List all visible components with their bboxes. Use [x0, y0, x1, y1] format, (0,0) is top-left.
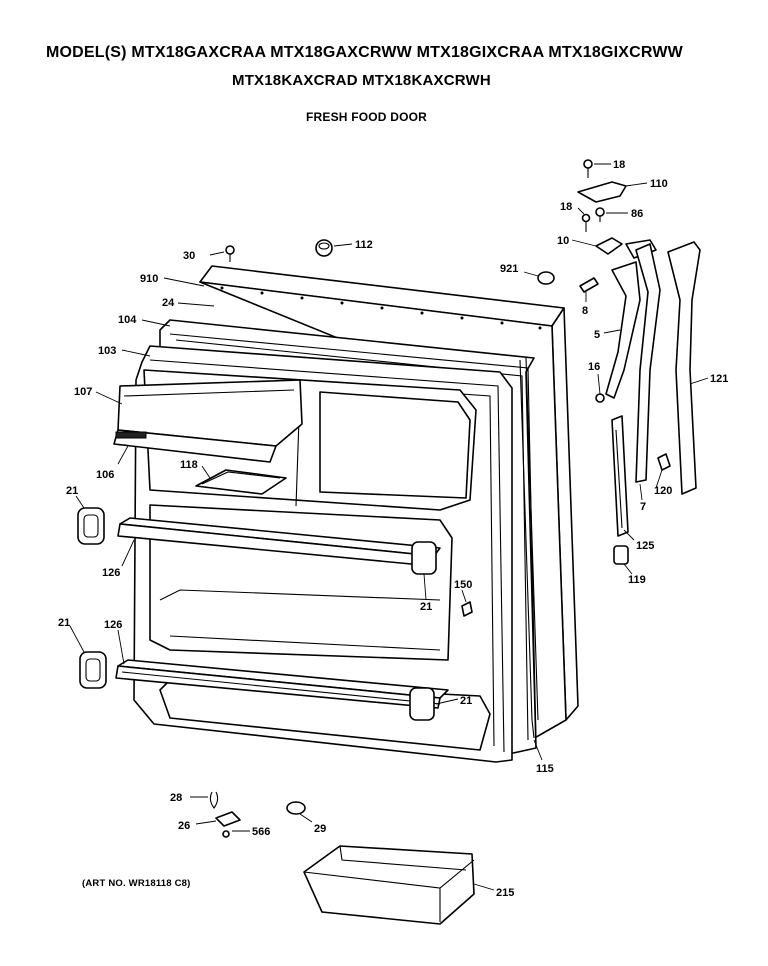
- callout-label: 7: [640, 501, 646, 513]
- callout-label: 150: [454, 579, 472, 591]
- butter-shelf: [195, 469, 287, 495]
- callout-label: 21: [460, 695, 472, 707]
- model-list-title-continued: MTX18KAXCRAD MTX18KAXCRWH: [232, 72, 491, 89]
- callout-label: 21: [420, 601, 432, 613]
- callout-label: 21: [58, 617, 70, 629]
- callout-label: 18: [613, 159, 625, 171]
- shelf-rail-upper: [117, 517, 441, 567]
- callout-label: 30: [183, 250, 195, 262]
- section-title: FRESH FOOD DOOR: [306, 110, 428, 124]
- callout-label: 5: [594, 329, 600, 341]
- callout-label: 126: [104, 619, 122, 631]
- gasket-strip: [519, 357, 539, 739]
- callout-label: 115: [536, 763, 554, 775]
- callout-label: 104: [118, 314, 137, 326]
- callout-label: 16: [588, 361, 600, 373]
- callout-labels: 18 110 18 86 10 30 112 921 910 24 8 104 …: [58, 159, 728, 899]
- callout-label: 118: [180, 459, 198, 471]
- hinge-hardware: [225, 159, 701, 617]
- callout-label: 86: [631, 208, 643, 220]
- callout-label: 110: [650, 178, 668, 190]
- callout-label: 29: [314, 823, 326, 835]
- callout-label: 921: [500, 263, 518, 275]
- callout-label: 8: [582, 305, 588, 317]
- small-parts-bottom: [209, 791, 306, 838]
- callout-label: 120: [654, 485, 672, 497]
- callout-label: 121: [710, 373, 728, 385]
- model-list-title: MODEL(S) MTX18GAXCRAA MTX18GAXCRWW MTX18…: [46, 44, 683, 61]
- callout-label: 10: [557, 235, 569, 247]
- shelf-rail-lower: [115, 659, 449, 709]
- callout-label: 910: [140, 273, 158, 285]
- shelf-end-cap: [77, 507, 437, 721]
- callout-label: 107: [74, 386, 92, 398]
- art-number: (ART NO. WR18118 C8): [82, 878, 191, 889]
- callout-label: 126: [102, 567, 120, 579]
- callout-label: 566: [252, 826, 270, 838]
- callout-label: 28: [170, 792, 182, 804]
- callout-label: 215: [496, 887, 514, 899]
- callout-label: 125: [636, 540, 654, 552]
- door-bin: [303, 845, 475, 925]
- callout-label: 26: [178, 820, 190, 832]
- callout-label: 112: [355, 239, 373, 251]
- leader-lines: [69, 163, 709, 891]
- callout-label: 103: [98, 345, 116, 357]
- callout-label: 119: [628, 574, 646, 586]
- callout-label: 21: [66, 485, 78, 497]
- dairy-compartment-door: [113, 379, 303, 463]
- callout-label: 24: [162, 297, 175, 309]
- callout-label: 18: [560, 201, 572, 213]
- callout-label: 106: [96, 469, 114, 481]
